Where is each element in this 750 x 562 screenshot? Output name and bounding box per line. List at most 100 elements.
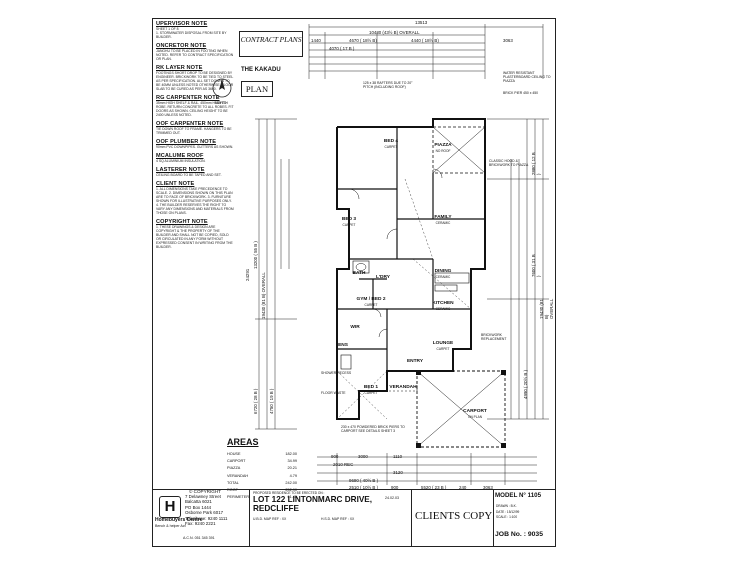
dim-overall-top-sub: 10430 (43½ B) OVERALL <box>369 30 420 35</box>
note-text: 1. THESE DRAWINGS & DESIGN ARE COPYRIGHT… <box>156 225 233 249</box>
address-line: Balcatta 6021 <box>185 499 212 505</box>
note-text: 35mm HIGH SHELF & RAIL. 450mm HIGH TO RO… <box>156 101 234 117</box>
room-floor-finish: ON PLAN <box>468 415 482 419</box>
area-value: 242.00 <box>285 480 297 485</box>
room-label: WIR <box>350 325 360 330</box>
room-note-plasterboard: WATER RESISTANT PLASTERBOARD CEILING TO … <box>503 71 551 83</box>
dim-top-2: 4670 ( 18½ B) <box>349 38 377 43</box>
dim-top-4: 4070 ( 17 B ) <box>329 46 355 51</box>
room-floor-finish: CERAMIC <box>435 275 451 279</box>
dim-bottom-g: 9690 ( 40½ B ) <box>349 478 379 483</box>
area-value: 182.00 <box>285 452 297 456</box>
area-label: PIAZZA <box>227 466 241 471</box>
room-floor-finish: NO ROOF <box>435 149 451 153</box>
address-line: Telephone: 9240 1111 <box>185 515 228 521</box>
room-label: ENS <box>338 343 348 348</box>
room-floor-finish: CARPET <box>384 145 398 149</box>
note-heading: MCALUME ROOF <box>156 153 204 159</box>
area-label: VERANDAH <box>227 473 249 478</box>
room-label: PIAZZA <box>434 143 452 148</box>
note-text: SHEET 1 OF 8 1. STORMWATER DISPOSAL FROM… <box>156 27 227 39</box>
plan-label: PLAN <box>241 81 273 97</box>
drawing-info: DRAWN : B.K. DATE : 15/12/99 SCALE : 1:1… <box>496 504 520 519</box>
area-value: 20.21 <box>287 466 297 471</box>
area-value: 61.45 <box>287 495 297 500</box>
room-label: GYM / BED 2 <box>356 297 386 302</box>
area-label: CARPORT <box>227 459 246 464</box>
note-heading: UPERVISOR NOTE <box>156 21 208 27</box>
note-text: 1. ALL DIMENSIONS TAKE PRECEDENCE TO SCA… <box>156 187 234 215</box>
north-label: NORTH <box>215 101 228 105</box>
note-heading: ONCRETOR NOTE <box>156 43 207 49</box>
company-name: Homebuyers Centre Bench & helper Act <box>155 517 203 528</box>
contract-plans-text: CONTRACT PLANS <box>240 35 302 44</box>
note-heading: COPYRIGHT NOTE <box>156 219 208 225</box>
dim-right-lower: 4990 ( 20½ B ) <box>523 369 528 399</box>
note-text: 4 SQ ALUMINIUM INSULATION. <box>156 159 206 163</box>
dim-top-3: 4440 ( 18½ B) <box>411 38 439 43</box>
map-ref-ubd: U.B.D. MAP REF : XX <box>253 517 287 521</box>
room-floor-finish: CARPET <box>436 347 450 351</box>
note-text: TIE DOWN ROOF TO FRAME. HANGERS TO BE TR… <box>156 127 232 135</box>
room-note-rafters: 125 x 38 RAFTERS DUE TO 20° PITCH (INCLU… <box>363 81 413 89</box>
room-label: L'DRY <box>375 275 391 280</box>
clients-copy-stamp: CLIENTS COPY <box>415 510 493 522</box>
dim-bottom-h: 3000 <box>358 454 368 459</box>
dim-bottom-i: 1110 <box>393 454 403 459</box>
room-label: ENTRY <box>406 359 424 364</box>
dim-left-lower2: 4750 ( 19 B ) <box>269 388 274 414</box>
address-line: 7 Delawney Street <box>185 494 221 499</box>
dim-right-overall: 19430 (81 B) OVERALL <box>539 298 554 319</box>
room-label: BATH <box>352 271 366 276</box>
dim-top-5: 3063 <box>503 38 513 43</box>
dim-left-overall: 24291 <box>245 268 250 281</box>
floor-plan <box>255 24 549 485</box>
area-row: TOTAL 242.00 <box>227 480 297 487</box>
room-floor-finish: CARPET <box>364 391 378 395</box>
room-floor-finish: CARPET <box>364 303 378 307</box>
area-label: HOUSE <box>227 452 241 456</box>
room-floor-finish: CERAMIC <box>435 221 451 225</box>
area-row: HOUSE 182.00 <box>227 451 297 458</box>
room-note-brickwork: BRICKWORK REPLACEMENT <box>481 333 507 341</box>
dim-bottom-j: 2010 REC <box>333 462 354 467</box>
area-value: 34.99 <box>287 459 297 464</box>
dim-left-main: 19430 (81 B) OVERALL <box>261 272 266 319</box>
dim-bottom-b: 2510 ( 10½ B ) <box>349 485 379 490</box>
area-label: PERIMETER <box>227 495 250 500</box>
areas-title: AREAS <box>227 437 259 447</box>
company-acn: A.C.N. 051 345 391 <box>183 536 215 540</box>
area-label: TOTAL <box>227 480 239 485</box>
room-label: FAMILY <box>434 215 452 220</box>
dim-bottom-e: 240 <box>459 485 467 490</box>
lot-address: LOT 122 LINTONMARC DRIVE, REDCLIFFE <box>253 495 373 513</box>
room-note-classic-hood: CLASSIC HOOD & BRICKWORK TO PIAZZA <box>489 159 529 167</box>
copyright-mark: © COPYRIGHT <box>189 489 221 494</box>
dim-bottom-f: 3063 <box>483 485 493 490</box>
dim-bottom-d: 5520 ( 23 B ) <box>421 485 447 490</box>
note-heading: OOF PLUMBER NOTE <box>156 139 217 145</box>
room-label: BED 3 <box>341 217 357 222</box>
job-number: JOB No. : 9035 <box>495 531 543 538</box>
area-row: PIAZZA 20.21 <box>227 465 297 472</box>
address-line: PO Box 1444 <box>185 504 212 510</box>
dim-bottom-a: 900 <box>331 454 339 459</box>
area-row: PERIMETER 61.45 <box>227 494 297 501</box>
note-heading: RK LAYER NOTE <box>156 65 203 71</box>
dim-overall-top: 13513 <box>415 20 428 25</box>
dim-bottom-c: 900 <box>391 485 399 490</box>
room-note-brick-pier: BRICK PIER 450 x 450 <box>503 91 539 95</box>
